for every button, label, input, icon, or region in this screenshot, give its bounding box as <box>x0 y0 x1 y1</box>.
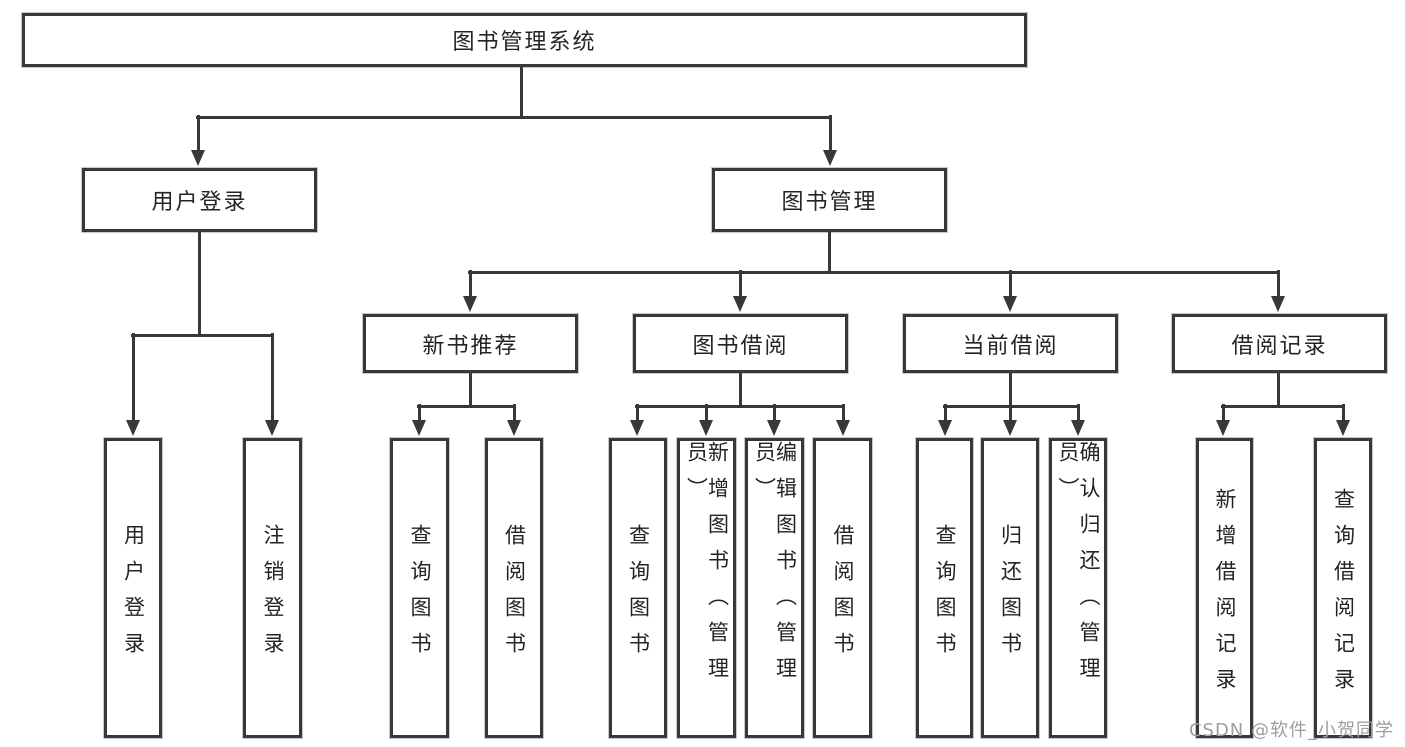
node-label: 编辑图书（管理员） <box>752 441 798 693</box>
connector-line <box>1277 373 1280 408</box>
connector-line <box>131 334 274 337</box>
arrowhead-down-icon <box>938 420 952 436</box>
node-leaf-query-borrow-record: 查询借阅记录 <box>1314 438 1372 738</box>
node-label: 注销登录 <box>261 523 285 668</box>
node-leaf-confirm-return-admin: 确认归还（管理员） <box>1049 438 1107 738</box>
arrowhead-down-icon <box>836 420 850 436</box>
node-leaf-edit-books-admin: 编辑图书（管理员） <box>745 438 804 738</box>
node-leaf-add-books-admin: 新增图书（管理员） <box>677 438 736 738</box>
node-label: 新增图书（管理员） <box>684 441 730 693</box>
arrowhead-down-icon <box>265 420 279 436</box>
connector-line <box>1277 270 1280 298</box>
arrowhead-down-icon <box>767 420 781 436</box>
connector-line <box>469 371 472 408</box>
node-label: 用户登录 <box>121 523 146 668</box>
connector-line <box>635 405 845 408</box>
arrowhead-down-icon <box>463 296 477 312</box>
node-label: 查询图书 <box>408 523 432 668</box>
node-label: 图书管理 <box>781 190 878 215</box>
node-leaf-return-books: 归还图书 <box>981 438 1039 738</box>
node-label: 当前借阅 <box>962 333 1059 359</box>
node-label: 借阅图书 <box>502 523 527 668</box>
node-label: 新增借阅记录 <box>1213 487 1237 704</box>
connector-line <box>829 115 832 152</box>
connector-line <box>132 333 135 422</box>
node-label: 归还图书 <box>998 523 1023 668</box>
connector-line <box>469 270 472 298</box>
connector-line <box>196 116 832 119</box>
connector-line <box>1222 404 1225 422</box>
arrowhead-down-icon <box>733 296 747 312</box>
node-label: 查询借阅记录 <box>1331 487 1356 704</box>
connector-line <box>271 333 274 422</box>
connector-line <box>468 271 1280 274</box>
node-label: 借阅记录 <box>1231 333 1328 359</box>
node-new-book-recommendation: 新书推荐 <box>363 314 578 373</box>
node-leaf-borrow-books-recommend: 借阅图书 <box>485 438 543 738</box>
connector-line <box>636 404 639 422</box>
arrowhead-down-icon <box>1271 296 1285 312</box>
node-leaf-logout: 注销登录 <box>243 438 302 738</box>
arrowhead-down-icon <box>699 420 713 436</box>
node-leaf-user-login: 用户登录 <box>104 438 162 738</box>
node-user-login: 用户登录 <box>82 168 317 232</box>
node-label: 图书管理系统 <box>452 30 597 55</box>
connector-line <box>705 404 708 422</box>
arrowhead-down-icon <box>507 420 521 436</box>
connector-line <box>513 404 516 422</box>
node-label: 图书借阅 <box>692 333 789 359</box>
node-leaf-query-books-recommend: 查询图书 <box>390 438 449 738</box>
node-label: 用户登录 <box>151 190 248 215</box>
connector-line <box>944 404 947 422</box>
arrowhead-down-icon <box>191 150 205 166</box>
node-leaf-query-books-current: 查询图书 <box>916 438 973 738</box>
csdn-watermark: CSDN @软件_小贺同学 <box>1188 720 1394 741</box>
connector-line <box>842 404 845 422</box>
node-leaf-query-books-borrowing: 查询图书 <box>609 438 667 738</box>
connector-line <box>520 67 523 119</box>
connector-line <box>417 405 516 408</box>
node-book-management: 图书管理 <box>712 168 947 232</box>
node-label: 借阅图书 <box>831 523 855 668</box>
arrowhead-down-icon <box>1071 420 1085 436</box>
node-borrowing-records: 借阅记录 <box>1172 314 1387 373</box>
connector-line <box>1221 405 1345 408</box>
connector-line <box>739 270 742 298</box>
connector-line <box>1009 371 1012 408</box>
arrowhead-down-icon <box>126 420 140 436</box>
connector-line <box>773 404 776 422</box>
connector-line <box>198 229 201 337</box>
node-label: 新书推荐 <box>422 333 519 359</box>
node-leaf-borrow-books-borrowing: 借阅图书 <box>813 438 872 738</box>
connector-line <box>739 371 742 408</box>
node-library-management-system: 图书管理系统 <box>22 13 1027 67</box>
node-label: 查询图书 <box>933 523 957 668</box>
arrowhead-down-icon <box>1216 420 1230 436</box>
connector-line <box>1077 404 1080 422</box>
arrowhead-down-icon <box>412 420 426 436</box>
node-label: 查询图书 <box>626 523 651 668</box>
arrowhead-down-icon <box>1336 420 1350 436</box>
connector-line <box>1342 404 1345 422</box>
connector-line <box>1009 270 1012 298</box>
arrowhead-down-icon <box>1003 296 1017 312</box>
arrowhead-down-icon <box>1003 420 1017 436</box>
connector-line <box>828 229 831 274</box>
node-book-borrowing: 图书借阅 <box>633 314 848 373</box>
node-leaf-add-borrow-record: 新增借阅记录 <box>1196 438 1253 738</box>
connector-line <box>197 115 200 152</box>
arrowhead-down-icon <box>823 150 837 166</box>
node-label: 确认归还（管理员） <box>1056 441 1101 693</box>
node-current-borrowing: 当前借阅 <box>903 314 1118 373</box>
connector-line <box>418 404 421 422</box>
arrowhead-down-icon <box>630 420 644 436</box>
connector-line <box>1009 404 1012 422</box>
